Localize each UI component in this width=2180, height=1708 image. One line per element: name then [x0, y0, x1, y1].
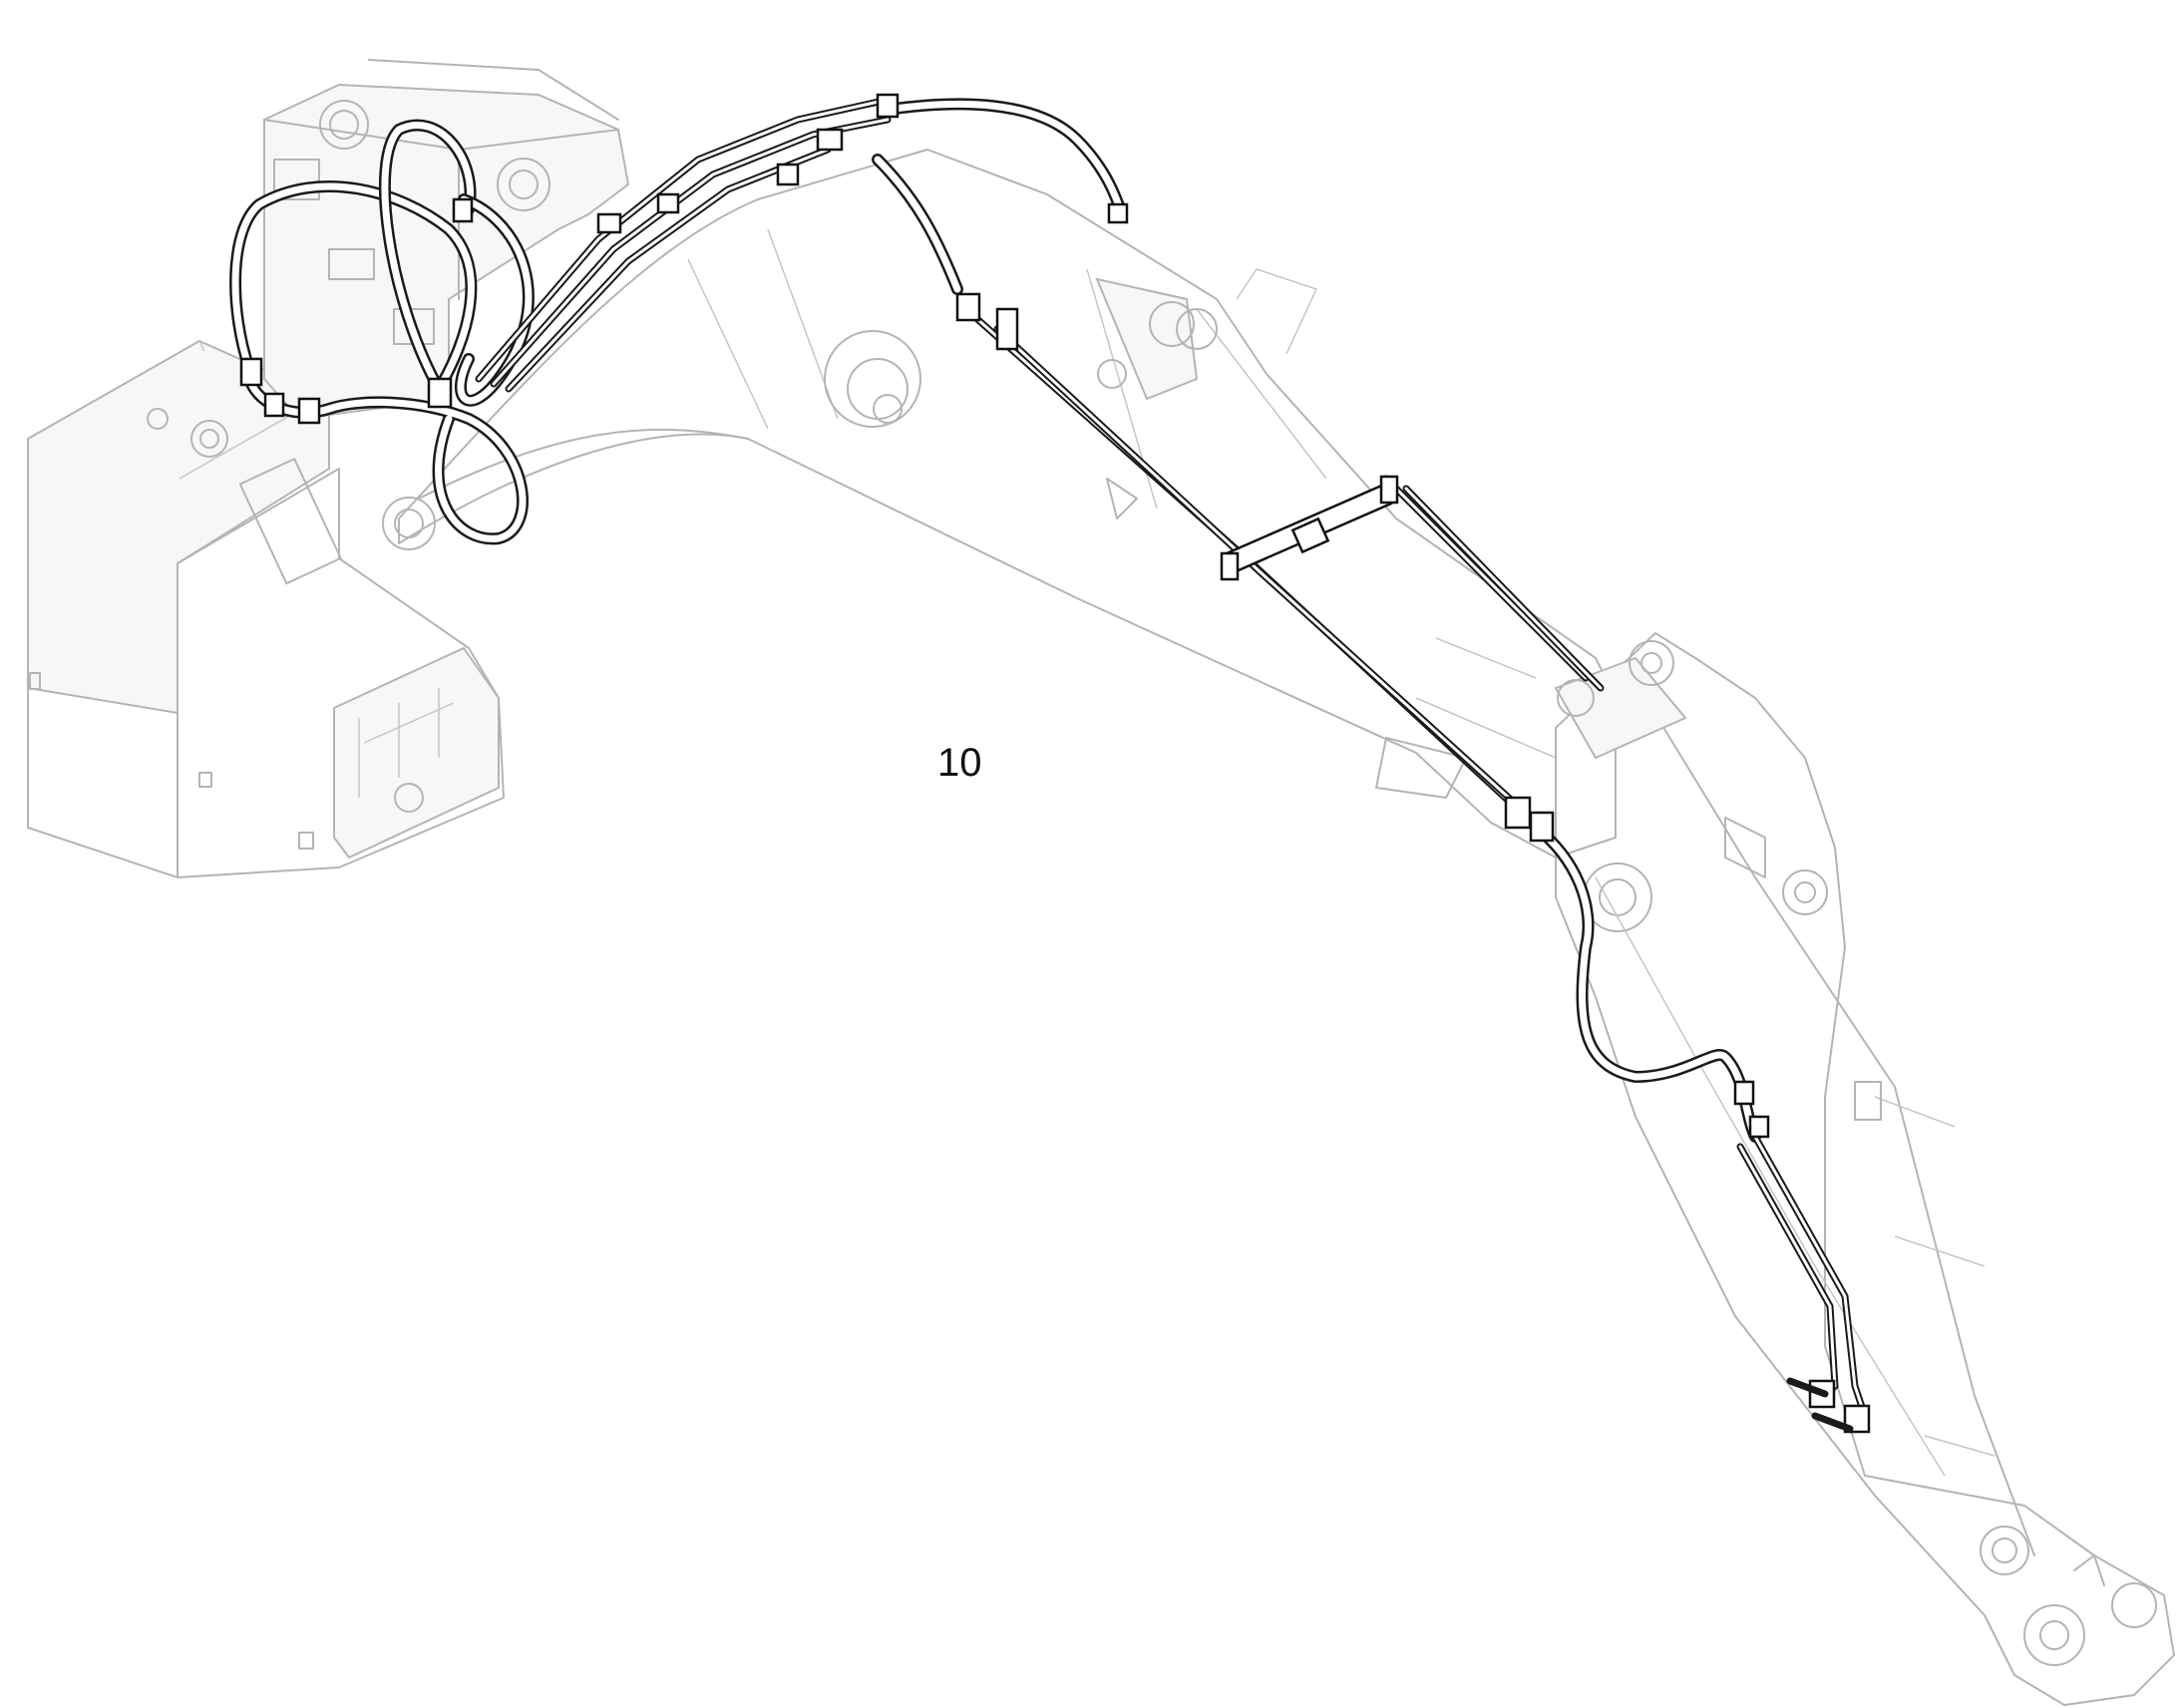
- arm-tubes: [1736, 1133, 1869, 1420]
- arm-dipper: [1554, 632, 2175, 1706]
- hydraulic-hose-boom-mid: [872, 154, 963, 295]
- counterweight-body: [27, 339, 505, 878]
- hydraulic-hose-left-loop: [229, 180, 478, 395]
- hydraulic-hose-boom-top-arc: [882, 98, 1128, 220]
- tube-clamp-bracket: [1220, 475, 1399, 581]
- hydraulic-hose-arm-crossover: [1530, 822, 1761, 1143]
- arm-end-fitting-pins: [1786, 1377, 1854, 1433]
- callout-number: 10: [937, 741, 982, 785]
- hydraulic-hose-upper-loop: [378, 119, 477, 395]
- boom-side-tubes: [973, 315, 1605, 822]
